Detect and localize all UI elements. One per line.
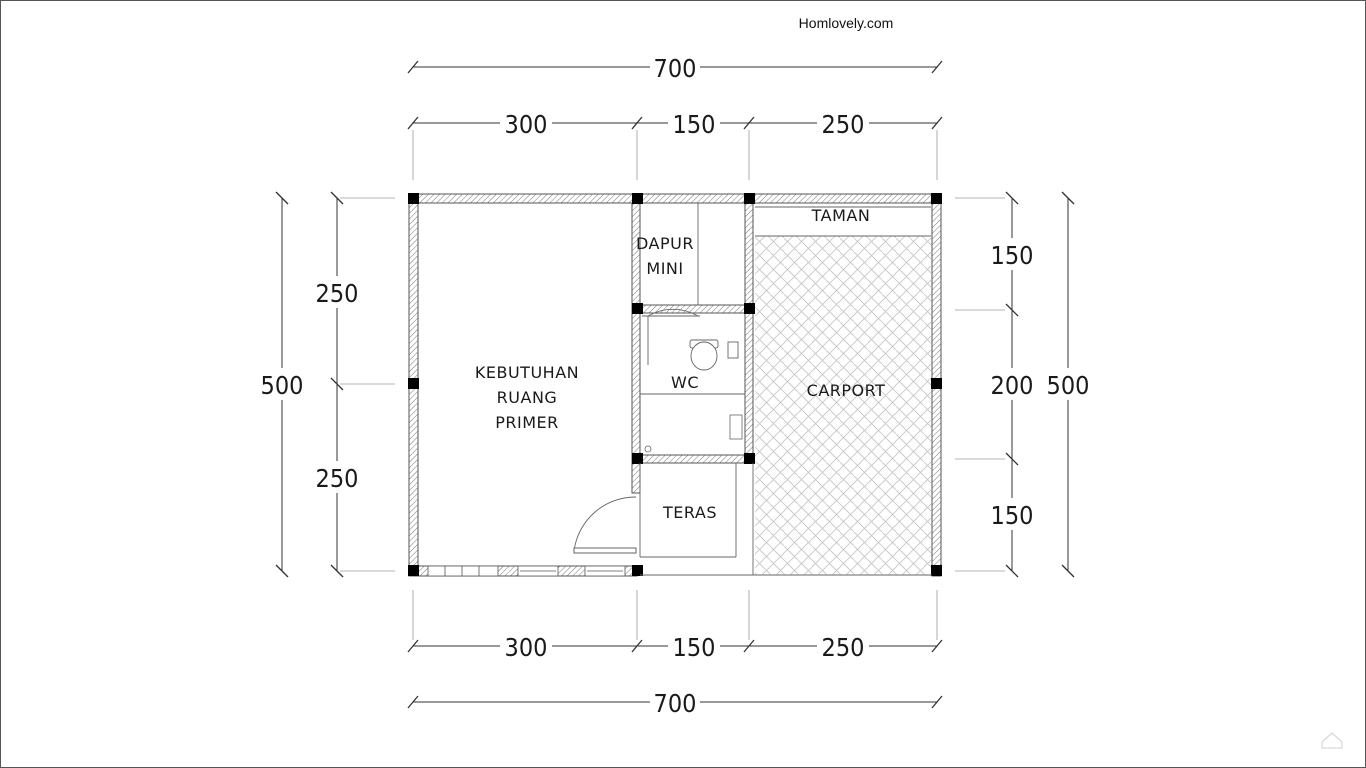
bottom-windows bbox=[427, 565, 626, 577]
carport-paving bbox=[755, 236, 931, 575]
room-label-ruang: RUANG bbox=[497, 388, 558, 407]
dim-top-total: 700 bbox=[654, 54, 697, 83]
dim-bottom-seg-1: 300 bbox=[505, 633, 548, 662]
dim-bottom-seg-2: 150 bbox=[673, 633, 716, 662]
dim-top-seg-3: 250 bbox=[822, 110, 865, 139]
columns bbox=[408, 193, 942, 576]
dim-right-seg-3: 150 bbox=[991, 501, 1034, 530]
dim-top-seg-2: 150 bbox=[673, 110, 716, 139]
house-watermark-icon bbox=[1321, 732, 1343, 749]
wc-fixtures bbox=[640, 308, 745, 453]
dim-right-seg-1: 150 bbox=[991, 241, 1034, 270]
entrance-door bbox=[573, 496, 637, 554]
room-label-kebutuhan: KEBUTUHAN bbox=[475, 363, 579, 382]
room-label-wc: WC bbox=[671, 373, 699, 392]
dim-left-total: 500 bbox=[261, 371, 304, 400]
room-label-teras: TERAS bbox=[662, 503, 717, 522]
room-label-carport: CARPORT bbox=[807, 381, 886, 400]
dim-left-seg-2: 250 bbox=[316, 464, 359, 493]
dim-bottom-seg-3: 250 bbox=[822, 633, 865, 662]
dim-right-seg-2: 200 bbox=[991, 371, 1034, 400]
room-label-mini: MINI bbox=[646, 259, 683, 278]
room-label-dapur: DAPUR bbox=[636, 234, 694, 253]
dim-right-total: 500 bbox=[1047, 371, 1090, 400]
room-label-primer: PRIMER bbox=[495, 413, 559, 432]
dim-top-seg-1: 300 bbox=[505, 110, 548, 139]
room-label-taman: TAMAN bbox=[811, 206, 871, 225]
dim-left-seg-1: 250 bbox=[316, 279, 359, 308]
terrace-area bbox=[639, 463, 932, 576]
site-label: Homlovely.com bbox=[799, 15, 894, 31]
dim-bottom-total: 700 bbox=[654, 689, 697, 718]
